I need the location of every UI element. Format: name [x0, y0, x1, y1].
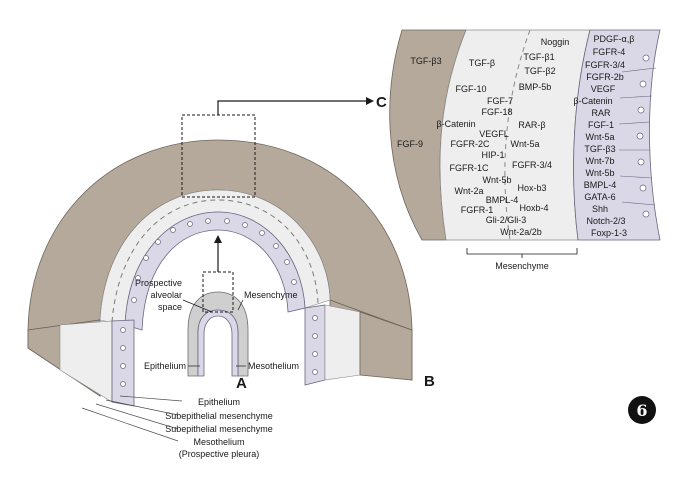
- mesenchyme-label-a: Mesenchyme: [244, 290, 298, 300]
- cut-face-left-cells: [120, 327, 126, 387]
- factor-bmpl-4-epi: BMPL-4: [584, 180, 617, 190]
- factor-hoxb-4: Hoxb-4: [519, 203, 548, 213]
- factor-notch-2-3: Notch-2/3: [586, 216, 625, 226]
- factor-fgfr-3-4-epi: FGFR-3/4: [585, 60, 625, 70]
- factor-fgfr-2c: FGFR-2C: [451, 139, 490, 149]
- alveolar-space-label-3: space: [158, 302, 182, 312]
- factor-wnt-5b-epi: Wnt-5b: [585, 168, 614, 178]
- factor-wnt-2a: Wnt-2a: [454, 186, 483, 196]
- bud-outer-mesenchyme: [187, 291, 249, 377]
- factor-wnt-2a-2b: Wnt-2a/2b: [500, 227, 542, 237]
- mesenchyme-brace: [466, 248, 578, 255]
- factor-fgf-10: FGF-10: [455, 84, 486, 94]
- factor-bmp-5b: BMP-5b: [519, 82, 552, 92]
- factor-fgf-18: FGF-18: [481, 107, 512, 117]
- panel-label-c: C: [376, 94, 387, 111]
- mesenchyme-factor-list: TGF-β FGF-10 FGF-7 FGF-18 β-Catenin VEGF…: [436, 37, 569, 237]
- factor-fgfr-1c: FGFR-1C: [450, 163, 489, 173]
- epithelium-cell-dots: [131, 218, 297, 303]
- outer-band-tgf-b3: TGF-β3: [410, 56, 441, 66]
- factor-shh: Shh: [592, 204, 608, 214]
- panel-a-bud: [182, 235, 249, 377]
- mesothelium-label-a: Mesothelium: [248, 361, 299, 371]
- factor-wnt-7b: Wnt-7b: [585, 156, 614, 166]
- cut-face-right-mesenchyme: [324, 304, 361, 381]
- factor-b-catenin-mes: β-Catenin: [436, 119, 475, 129]
- panel-c-zoom: [389, 29, 661, 258]
- legend-leader-lines: [81, 395, 183, 442]
- factor-vegfl: VEGFL: [479, 129, 509, 139]
- mesenchyme-caption-c: Mesenchyme: [495, 261, 549, 271]
- factor-fgfr-3-4-mes: FGFR-3/4: [512, 160, 552, 170]
- factor-rar-b: RAR-β: [518, 120, 545, 130]
- figure-number-badge: [628, 396, 656, 424]
- a-to-b-arrowhead: [214, 235, 222, 243]
- factor-tgf-b: TGF-β: [469, 58, 495, 68]
- factor-noggin: Noggin: [541, 37, 570, 47]
- alveolar-space-label-1: Prospective: [135, 278, 182, 288]
- legend-subepithelial-2: Subepithelial mesenchyme: [165, 424, 273, 434]
- legend-subepithelial-1: Subepithelial mesenchyme: [165, 411, 273, 421]
- factor-fgfr-4: FGFR-4: [593, 47, 626, 57]
- zoom-epithelium-cells: [636, 54, 650, 218]
- factor-rar: RAR: [591, 108, 611, 118]
- zoom-epithelium-band: [573, 29, 661, 241]
- zoom-cell-borders: [618, 67, 657, 206]
- cut-face-right-cells: [312, 315, 318, 375]
- outer-band-fgf-9: FGF-9: [397, 139, 423, 149]
- cut-face-left-epithelium: [111, 319, 135, 407]
- panel-label-a: A: [236, 375, 247, 392]
- factor-wnt-5b-mes: Wnt-5b: [482, 175, 511, 185]
- alveolar-space-label-2: alveolar: [150, 290, 182, 300]
- factor-fgf-7: FGF-7: [487, 96, 513, 106]
- zoom-dashed-line: [504, 29, 531, 241]
- factor-wnt-5a-mes: Wnt-5a: [510, 139, 539, 149]
- legend-prospective-pleura: (Prospective pleura): [179, 449, 260, 459]
- legend-epithelium: Epithelium: [198, 397, 240, 407]
- epithelium-label-a: Epithelium: [144, 361, 186, 371]
- panel-label-b: B: [424, 373, 435, 390]
- cut-face-right-outer: [359, 311, 413, 381]
- cut-face-left-mesenchyme: [59, 320, 113, 403]
- factor-fgfr-1: FGFR-1: [461, 205, 494, 215]
- figure-number: 6: [636, 401, 647, 420]
- alveolar-space-leader: [182, 299, 213, 313]
- factor-b-catenin-epi: β-Catenin: [573, 96, 612, 106]
- factor-tgf-b3-epi: TGF-β3: [584, 144, 615, 154]
- factor-fgfr-2b: FGFR-2b: [586, 72, 624, 82]
- legend-mesothelium: Mesothelium: [193, 437, 244, 447]
- b-to-c-connector: [217, 100, 370, 115]
- factor-fgf-1: FGF-1: [588, 120, 614, 130]
- factor-hox-b3: Hox-b3: [517, 183, 546, 193]
- factor-wnt-5a-epi: Wnt-5a: [585, 132, 614, 142]
- factor-tgf-b1: TGF-β1: [523, 52, 554, 62]
- bud-epithelium: [197, 309, 239, 377]
- epithelium-factor-list: PDGF-α,β FGFR-4 FGFR-3/4 FGFR-2b VEGF β-…: [573, 34, 634, 238]
- panel-b-cylinder: [27, 139, 413, 442]
- b-to-c-arrowhead: [366, 97, 374, 105]
- factor-hip-1: HIP-1: [481, 150, 504, 160]
- factor-tgf-b2: TGF-β2: [524, 66, 555, 76]
- factor-foxp-1-3: Foxp-1-3: [591, 228, 627, 238]
- factor-pdgf-ab: PDGF-α,β: [594, 34, 635, 44]
- factor-gata-6: GATA-6: [584, 192, 615, 202]
- factor-bmpl-4-mes: BMPL-4: [486, 195, 519, 205]
- mesenchyme-leader: [237, 299, 244, 311]
- factor-gli-2-gli-3: Gli-2/Gli-3: [486, 215, 527, 225]
- factor-vegf: VEGF: [591, 84, 616, 94]
